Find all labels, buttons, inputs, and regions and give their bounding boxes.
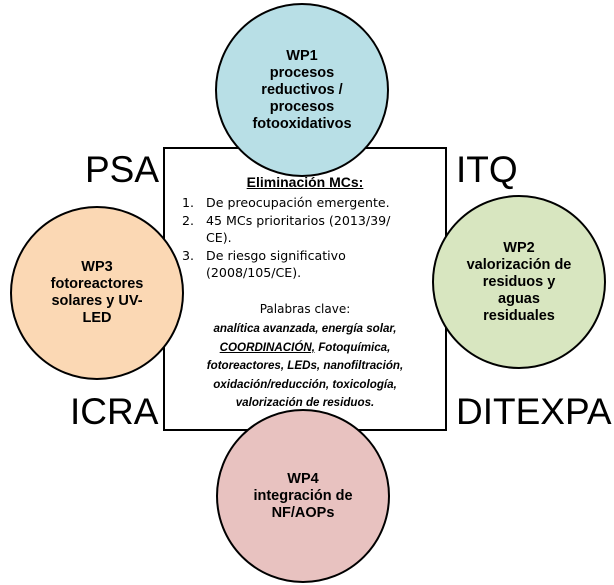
wp3-line: solares y UV-	[51, 293, 143, 309]
org-ditexpa: DITEXPA	[456, 391, 612, 432]
wp3-line: fotoreactores	[50, 276, 144, 292]
list-text: 45 MCs prioritarios (2013/39/	[206, 212, 391, 228]
wp2-circle: WP2 valorización de residuos y aguas res…	[432, 195, 606, 369]
list-item: 2. 45 MCs prioritarios (2013/39/ CE).	[178, 212, 437, 247]
wp1-circle: WP1 procesos reductivos / procesos fotoo…	[215, 3, 389, 177]
wp1-line: reductivos /	[261, 81, 343, 98]
wp3-line: WP3	[81, 259, 113, 275]
list-text: (2008/105/CE).	[206, 265, 302, 280]
wp4-line: WP4	[287, 470, 319, 487]
wp2-line: WP2	[503, 239, 535, 256]
list-text: De preocupación emergente.	[206, 195, 390, 210]
wp1-line: procesos	[269, 98, 335, 115]
wp3-line: LED	[82, 310, 112, 326]
keywords-line: valorización de residuos.	[235, 396, 375, 409]
center-box: Eliminación MCs: 1. De preocupación emer…	[163, 147, 447, 431]
wp3-circle: WP3 fotoreactores solares y UV- LED	[10, 206, 184, 380]
mcs-list: 1. De preocupación emergente. 2. 45 MCs …	[178, 194, 437, 282]
org-psa: PSA	[85, 149, 160, 190]
keywords-line: fotoreactores, LEDs, nanofiltración,	[206, 359, 404, 372]
wp2-line: valorización de	[466, 256, 572, 273]
wp4-line: NF/AOPs	[271, 504, 335, 521]
wp1-line: WP1	[286, 47, 318, 64]
wp1-line: procesos	[269, 64, 335, 81]
keywords-title: Palabras clave:	[259, 302, 351, 316]
list-number: 3.	[182, 247, 195, 263]
keywords-line: oxidación/reducción, toxicología,	[213, 377, 397, 391]
wp1-line: fotooxidativos	[252, 115, 352, 132]
wp2-line: residuos y	[482, 273, 556, 290]
wp4-circle: WP4 integración de NF/AOPs	[216, 409, 390, 583]
list-item: 3. De riesgo significativo (2008/105/CE)…	[178, 247, 437, 282]
org-icra: ICRA	[70, 391, 159, 432]
org-itq: ITQ	[456, 149, 518, 190]
list-text: De riesgo significativo	[206, 247, 346, 263]
wp2-line: residuales	[483, 307, 555, 324]
list-number: 1.	[182, 195, 195, 210]
list-text: CE).	[206, 230, 232, 245]
wp4-line: integración de	[253, 487, 353, 504]
list-item: 1. De preocupación emergente.	[178, 194, 437, 212]
keywords-line: analítica avanzada, energía solar,	[213, 322, 397, 335]
center-title: Eliminación MCs:	[246, 174, 364, 190]
keyword-coordinacion: COORDINACIÓN,	[219, 340, 315, 354]
wp2-line: aguas	[498, 290, 540, 307]
keyword-rest: Fotoquímica,	[314, 340, 391, 354]
keywords: analítica avanzada, energía solar, COORD…	[165, 320, 445, 413]
list-number: 2.	[182, 212, 195, 228]
keywords-line: COORDINACIÓN, Fotoquímica,	[165, 339, 445, 358]
